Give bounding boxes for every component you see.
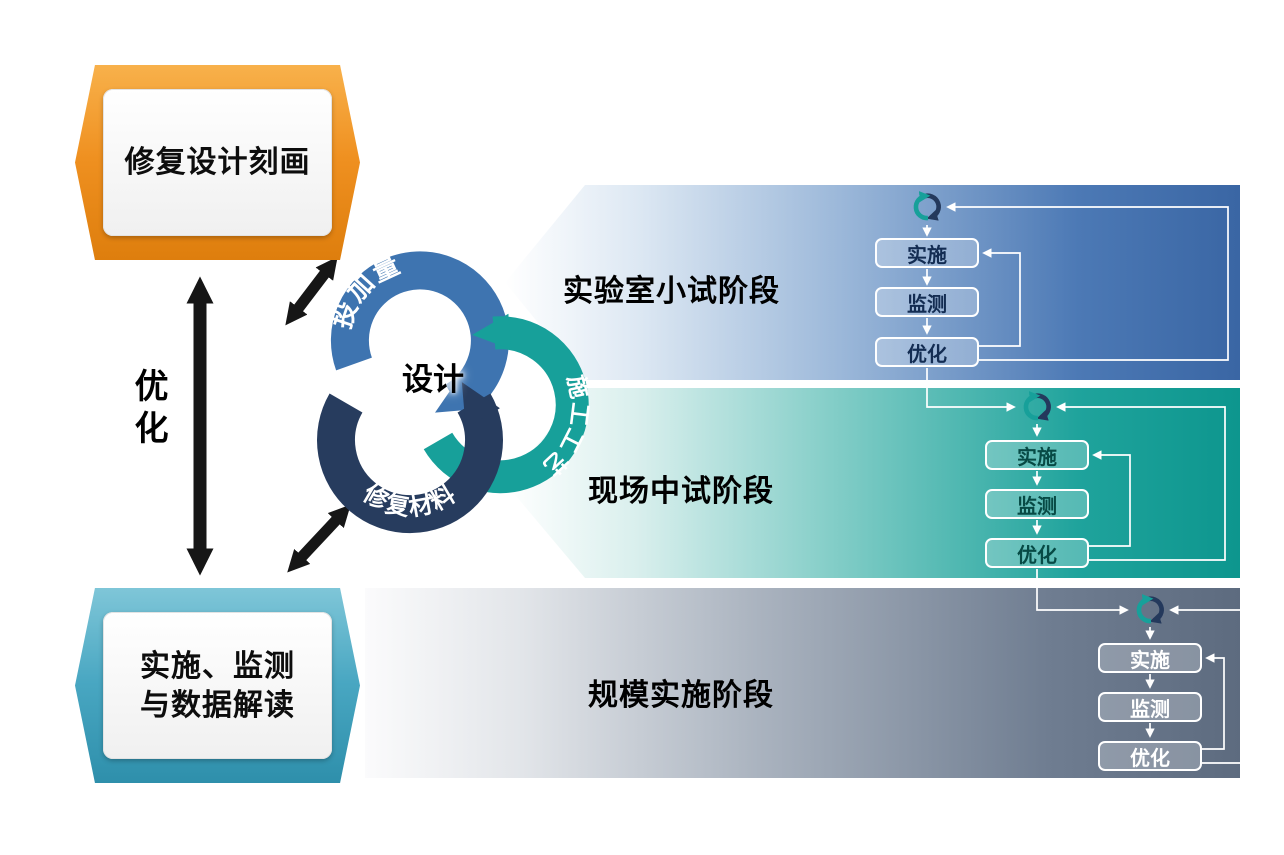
- step-optimize: 优化: [875, 337, 979, 367]
- process-arc-label: 施工工艺: [537, 373, 592, 482]
- design-banner-panel: 修复设计刻画: [103, 89, 332, 236]
- step-monitor: 监测: [1098, 692, 1202, 722]
- band-lab-stage: [505, 185, 1240, 380]
- stage-label-pilot: 现场中试阶段: [588, 475, 774, 508]
- pilot-flow-connectors: [1032, 402, 1226, 615]
- step-implement: 实施: [985, 440, 1089, 470]
- design-banner: 修复设计刻画: [75, 65, 360, 260]
- material-arc: [317, 382, 503, 534]
- step-monitor: 监测: [985, 489, 1089, 519]
- implementation-banner: 实施、监测 与数据解读: [75, 588, 360, 783]
- dosage-arc: [330, 251, 509, 418]
- step-optimize: 优化: [985, 538, 1089, 568]
- design-banner-label: 修复设计刻画: [124, 146, 311, 179]
- step-implement: 实施: [1098, 643, 1202, 673]
- svg-text:施工工艺: 施工工艺: [537, 373, 594, 482]
- implementation-banner-line2: 与数据解读: [140, 688, 295, 722]
- cycle-loop-icon: [1019, 390, 1055, 424]
- scale-flow-connectors: [1145, 605, 1243, 764]
- stage-label-scale: 规模实施阶段: [588, 679, 774, 712]
- cycle-loop-icon: [909, 190, 945, 224]
- implementation-banner-panel: 实施、监测 与数据解读: [103, 612, 332, 759]
- step-optimize: 优化: [1098, 741, 1202, 771]
- cycle-center-label: 设计: [402, 362, 464, 397]
- band-scale-stage: [365, 588, 1240, 778]
- implementation-to-cycle-double-arrow: [287, 504, 351, 573]
- stage-label-lab: 实验室小试阶段: [563, 275, 780, 308]
- design-cycle-diagram: 投加量 施工工艺 修复材料: [317, 249, 594, 534]
- lab-flow-connectors: [922, 202, 1229, 412]
- optimize-label: 优化: [129, 368, 167, 452]
- step-monitor: 监测: [875, 287, 979, 317]
- step-implement: 实施: [875, 238, 979, 268]
- cycle-loop-icon: [1132, 593, 1168, 627]
- implementation-banner-line1: 实施、监测: [140, 649, 295, 683]
- design-to-cycle-double-arrow: [285, 256, 338, 326]
